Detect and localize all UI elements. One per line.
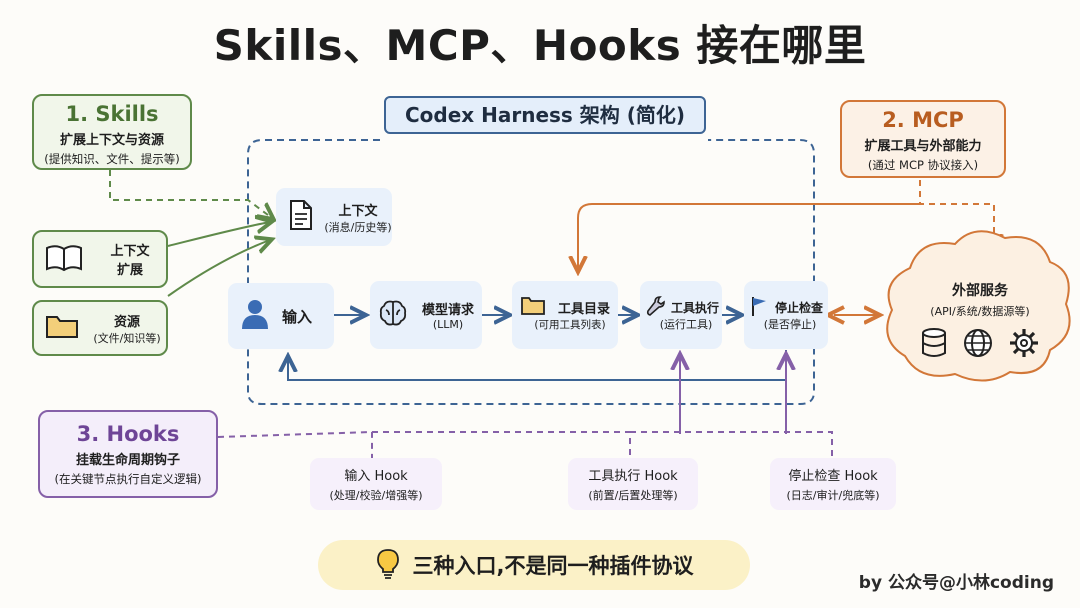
pipeline-label: 模型请求 (421, 303, 474, 318)
external-service: 外部服务 (API/系统/数据源等) (900, 280, 1060, 363)
service-title: 外部服务 (952, 283, 1008, 299)
pipeline-stop-check: 停止检查 (是否停止) (744, 281, 828, 349)
globe-icon (962, 327, 994, 363)
pipeline-model: 模型请求 (LLM) (370, 281, 482, 349)
hooks-link (217, 430, 373, 458)
author-credit: by 公众号@小林coding (858, 573, 1054, 593)
hook-input: 输入 Hook (处理/校验/增强等) (310, 458, 442, 510)
resource-arrow (167, 240, 270, 297)
pipeline-label: 输入 (282, 307, 313, 326)
pipeline-note: (是否停止) (763, 317, 817, 331)
hook-tool-exec: 工具执行 Hook (前置/后置处理等) (568, 458, 698, 510)
context-node: 上下文 (消息/历史等) (276, 188, 392, 246)
hook-stop-link (630, 431, 833, 458)
pipeline-label: 工具目录 (557, 302, 610, 317)
skill-item-label: 上下文 (110, 244, 150, 259)
pipeline-note: (可用工具列表) (534, 319, 606, 331)
skill-item-note: (文件/知识等) (93, 331, 161, 345)
hook-note: (前置/后置处理等) (588, 489, 678, 502)
harness-frame (247, 139, 815, 405)
hook-label: 输入 Hook (344, 469, 408, 484)
hook-stop-check: 停止检查 Hook (日志/审计/兜底等) (770, 458, 896, 510)
pipeline-note: (运行工具) (659, 317, 713, 331)
skill-item-context: 上下文 扩展 (32, 230, 168, 288)
mcp-title: 2. MCP (882, 108, 964, 132)
flag-icon (750, 295, 768, 321)
hook-label: 停止检查 Hook (788, 469, 878, 484)
folder-icon (520, 295, 546, 321)
database-icon (920, 327, 948, 363)
book-icon (44, 242, 84, 276)
skill-item-label: 资源 (113, 314, 140, 330)
hook-note: (日志/审计/兜底等) (786, 489, 880, 502)
context-ext-arrow (167, 222, 270, 247)
pipeline-input: 输入 (228, 283, 334, 349)
loop-back-arrow (288, 350, 787, 381)
lightbulb-icon (375, 547, 401, 584)
folder-icon (44, 312, 80, 344)
brain-icon (378, 298, 408, 332)
pipeline-tool-exec: 工具执行 (运行工具) (640, 281, 722, 349)
pipeline-label: 工具执行 (670, 300, 719, 315)
skills-card: 1. Skills 扩展上下文与资源 (提供知识、文件、提示等) (32, 94, 192, 170)
pipeline-tool-directory: 工具目录 (可用工具列表) (512, 281, 618, 349)
skills-link (109, 170, 272, 218)
hook-tool-link (372, 431, 631, 458)
service-note: (API/系统/数据源等) (930, 305, 1030, 318)
hook-note: (处理/校验/增强等) (329, 489, 423, 502)
hook-label: 工具执行 Hook (588, 469, 678, 484)
context-note: (消息/历史等) (324, 220, 392, 234)
skills-subtitle: 扩展上下文与资源 (59, 133, 164, 148)
mcp-card: 2. MCP 扩展工具与外部能力 (通过 MCP 协议接入) (840, 100, 1006, 178)
skill-item-label-2: 扩展 (116, 263, 143, 278)
hooks-title: 3. Hooks (76, 422, 180, 446)
hooks-note: (在关键节点执行自定义逻辑) (54, 472, 202, 486)
user-icon (240, 298, 270, 334)
skills-note: (提供知识、文件、提示等) (44, 152, 180, 166)
hooks-subtitle: 挂载生命周期钩子 (75, 453, 180, 468)
mcp-service-link (919, 180, 994, 248)
mcp-subtitle: 扩展工具与外部能力 (864, 139, 982, 154)
skills-title: 1. Skills (65, 102, 159, 126)
document-icon (288, 199, 314, 235)
summary-text: 三种入口,不是同一种插件协议 (412, 554, 694, 578)
pipeline-label: 停止检查 (774, 300, 823, 315)
page-title: Skills、MCP、Hooks 接在哪里 (213, 21, 867, 70)
context-label: 上下文 (338, 203, 378, 219)
mcp-note: (通过 MCP 协议接入) (867, 158, 979, 172)
harness-title: Codex Harness 架构 (简化) (384, 96, 706, 134)
hooks-card: 3. Hooks 挂载生命周期钩子 (在关键节点执行自定义逻辑) (38, 410, 218, 498)
skill-item-resource: 资源 (文件/知识等) (32, 300, 168, 356)
gear-icon (1008, 327, 1040, 363)
mcp-tool-arrow (578, 203, 920, 270)
wrench-icon (646, 295, 666, 321)
summary-bubble: 三种入口,不是同一种插件协议 (318, 540, 750, 590)
pipeline-note: (LLM) (432, 318, 464, 331)
